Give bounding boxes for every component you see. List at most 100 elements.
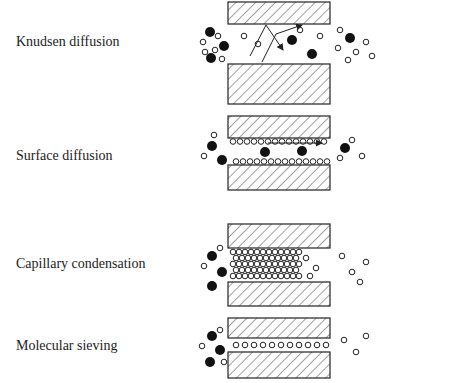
mechanism-label: Surface diffusion (16, 148, 113, 164)
small-molecule (258, 139, 264, 145)
small-molecule (266, 249, 272, 255)
small-molecule (363, 39, 369, 45)
small-molecule (363, 259, 369, 265)
small-molecule (317, 33, 323, 39)
molecules (199, 27, 375, 367)
small-molecule (202, 49, 208, 55)
large-molecule (297, 146, 307, 156)
large-molecule (307, 49, 317, 59)
small-molecule (251, 267, 257, 273)
large-molecule (345, 33, 355, 43)
large-molecule (207, 331, 217, 341)
small-molecule (335, 45, 341, 51)
small-molecule (369, 53, 375, 59)
small-molecule (289, 159, 295, 165)
large-molecule (205, 27, 215, 37)
small-molecule (278, 261, 284, 267)
small-molecule (303, 159, 309, 165)
small-molecule (242, 261, 248, 267)
small-molecule (251, 139, 257, 145)
small-molecule (324, 159, 330, 165)
motion-arrows (250, 25, 322, 143)
small-molecule (282, 159, 288, 165)
small-molecule (245, 255, 251, 261)
small-molecule (244, 139, 250, 145)
small-molecule (281, 255, 287, 261)
small-molecule (284, 261, 290, 267)
small-molecule (353, 349, 359, 355)
small-molecule (254, 261, 260, 267)
mechanism-label: Knudsen diffusion (16, 34, 120, 50)
small-molecule (275, 267, 281, 273)
small-molecule (230, 139, 236, 145)
mechanism-label: Molecular sieving (16, 338, 117, 354)
small-molecule (272, 273, 278, 279)
small-molecule (248, 249, 254, 255)
small-molecule (263, 267, 269, 273)
large-molecule (217, 155, 227, 165)
small-molecule (296, 342, 302, 348)
small-molecule (321, 139, 327, 145)
small-molecule (278, 273, 284, 279)
small-molecule (251, 255, 257, 261)
small-molecule (287, 255, 293, 261)
small-molecule (345, 57, 351, 63)
small-molecule (337, 27, 343, 33)
small-molecule (268, 159, 274, 165)
small-molecule (349, 137, 355, 143)
small-molecule (290, 249, 296, 255)
pore-wall (228, 165, 330, 190)
small-molecule (230, 273, 236, 279)
large-molecule (206, 53, 216, 63)
small-molecule (241, 33, 247, 39)
small-molecule (269, 342, 275, 348)
small-molecule (272, 249, 278, 255)
small-molecule (236, 261, 242, 267)
small-molecule (293, 267, 299, 273)
small-molecule (281, 267, 287, 273)
small-molecule (266, 261, 272, 267)
small-molecule (296, 159, 302, 165)
small-molecule (240, 159, 246, 165)
small-molecule (260, 342, 266, 348)
small-molecule (239, 267, 245, 273)
small-molecule (230, 249, 236, 255)
small-molecule (305, 342, 311, 348)
small-molecule (254, 273, 260, 279)
small-molecule (314, 342, 320, 348)
small-molecule (260, 249, 266, 255)
small-molecule (263, 255, 269, 261)
pore-wall (228, 352, 330, 378)
small-molecule (237, 139, 243, 145)
small-molecule (251, 342, 257, 348)
small-molecule (323, 342, 329, 348)
small-molecule (247, 159, 253, 165)
small-molecule (359, 153, 365, 159)
small-molecule (339, 253, 345, 259)
pore-wall (228, 282, 330, 306)
large-molecule (340, 143, 350, 153)
small-molecule (201, 263, 207, 269)
small-molecule (297, 27, 303, 33)
small-molecule (219, 56, 225, 62)
small-molecule (199, 343, 205, 349)
pore-wall (228, 64, 330, 104)
small-molecule (230, 261, 236, 267)
small-molecule (287, 342, 293, 348)
small-molecule (310, 159, 316, 165)
small-molecule (275, 255, 281, 261)
small-molecule (260, 273, 266, 279)
small-molecule (269, 267, 275, 273)
small-molecule (217, 245, 223, 251)
large-molecule (207, 141, 217, 151)
small-molecule (236, 249, 242, 255)
small-molecule (201, 153, 207, 159)
small-molecule (341, 337, 347, 343)
small-molecule (357, 279, 363, 285)
small-molecule (211, 132, 217, 138)
small-molecule (200, 39, 206, 45)
small-molecule (290, 261, 296, 267)
small-molecule (261, 159, 267, 165)
small-molecule (239, 255, 245, 261)
small-molecule (245, 267, 251, 273)
